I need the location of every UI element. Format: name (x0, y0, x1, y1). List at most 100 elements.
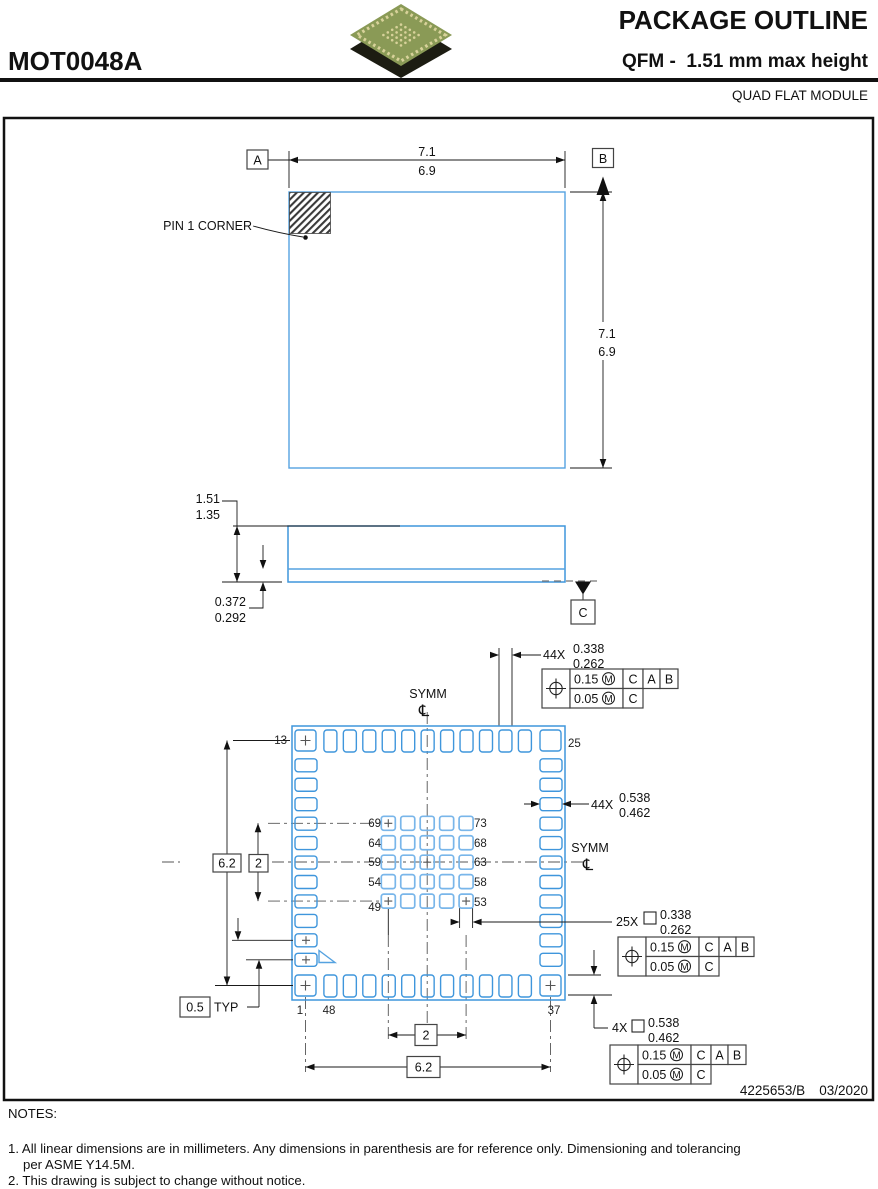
pad (294, 933, 318, 948)
fcf-row2-tol: 0.05 (642, 1068, 666, 1082)
pin-label-1: 1 (297, 1005, 303, 1017)
pad (323, 974, 338, 998)
position-symbol-icon (546, 678, 566, 699)
centerlines (162, 712, 583, 1072)
square-symbol-icon (631, 1019, 645, 1033)
pad (539, 855, 563, 870)
fcf-row2-tol: 0.05 (650, 960, 674, 974)
pitch-dim-lines (232, 918, 293, 1008)
pad (399, 854, 416, 871)
pad (458, 834, 474, 851)
datum-c-target (575, 581, 591, 595)
pad (539, 894, 563, 909)
square-symbol-icon (643, 911, 657, 925)
fcf-row1-modifier: M (672, 1051, 680, 1062)
mmc-modifier-icon: M (677, 959, 692, 973)
grid-label-69: 69 (368, 818, 381, 830)
pad (539, 797, 563, 812)
fcf-row1-tol: 0.15 (574, 673, 598, 687)
fcf-row1-datum1: C (628, 673, 637, 687)
drawing-border (2, 116, 875, 1102)
pad (294, 835, 318, 851)
pad (517, 974, 533, 998)
bottom-view: SYMM ℄ SYMM ℄ 13 25 1 48 37 69 64 59 54 … (162, 648, 612, 1079)
pad (342, 974, 358, 998)
chip-center-pads (382, 23, 420, 47)
pad (539, 913, 563, 929)
feature-control-frame: 0.15 M C A B 0.05 M C (617, 936, 755, 977)
pad (294, 855, 318, 870)
callout-grid-pad: 25X 0.338 0.262 (481, 908, 691, 937)
pad (438, 893, 455, 909)
corner-pad-max: 0.538 (648, 1016, 679, 1030)
datum-c-box (570, 599, 596, 625)
fcf-row1-modifier: M (680, 943, 688, 954)
pin1-triangle-mark (318, 949, 338, 964)
pad-length-min: 0.462 (619, 806, 650, 820)
top-view-body (288, 191, 566, 469)
pad (438, 854, 455, 871)
fcf-row1-datum1: C (696, 1049, 705, 1063)
pad (381, 974, 396, 998)
pad (419, 815, 436, 832)
bottom-view-body (291, 725, 566, 1001)
pad (478, 729, 494, 753)
pad (401, 729, 416, 753)
pad (294, 894, 318, 909)
grid-pad-min: 0.262 (660, 923, 691, 937)
header-rule (0, 78, 878, 82)
pad (539, 777, 563, 792)
fcf-row2-datum1: C (628, 692, 637, 706)
pad (539, 816, 563, 831)
page-title: PACKAGE OUTLINE (618, 5, 868, 35)
fcf-row1-datum1: C (704, 941, 713, 955)
standoff-max: 0.372 (215, 595, 246, 609)
grid-label-64: 64 (368, 838, 381, 850)
pad (498, 974, 513, 998)
centerline-symbol-top: ℄ (418, 703, 430, 720)
fcf-row1-modifier: M (604, 675, 612, 686)
pad (380, 834, 397, 851)
pad (323, 729, 338, 753)
fcf-row1-datum3: B (741, 941, 749, 955)
fcf-row1-datum3: B (733, 1049, 741, 1063)
fcf-row1-datum2: A (715, 1049, 724, 1063)
pad (380, 893, 397, 909)
notes-heading: NOTES: (8, 1106, 58, 1121)
pad (438, 834, 455, 851)
pad (380, 815, 397, 832)
top-height-max: 7.1 (598, 327, 615, 341)
pin-label-13: 13 (274, 735, 287, 747)
pad-length-max: 0.538 (619, 791, 650, 805)
pad (401, 974, 416, 998)
feature-control-frame: 0.15 M C A B 0.05 M C (541, 668, 679, 709)
pin1-corner-label: PIN 1 CORNER (163, 219, 252, 233)
pad (342, 729, 358, 753)
grid-label-59: 59 (368, 857, 381, 869)
pad (439, 974, 455, 998)
pad (294, 952, 318, 967)
symm-top-label: SYMM (409, 687, 447, 701)
corner-pad-dim-lines (568, 950, 612, 1029)
fcf-row2-datum1: C (704, 960, 713, 974)
side-view-body (287, 525, 566, 583)
grid-pad-count: 25X (616, 915, 639, 929)
corner-pad-count: 4X (612, 1021, 628, 1035)
grid-span-v-value: 2 (255, 857, 262, 871)
mmc-modifier-icon: M (601, 672, 616, 686)
chip-perimeter-pads (353, 7, 449, 63)
pad (517, 729, 533, 753)
fcf-row1-datum3: B (665, 673, 673, 687)
pad (362, 729, 377, 753)
pad (294, 777, 318, 792)
pad (539, 933, 563, 948)
pad (458, 893, 474, 909)
pin1-leader (252, 225, 304, 238)
grid-pad-max: 0.338 (660, 908, 691, 922)
grid-label-53: 53 (474, 897, 487, 909)
pad (294, 729, 317, 752)
pad (294, 874, 318, 890)
pad (539, 835, 563, 851)
standoff-dim-lines (249, 545, 264, 609)
pad (419, 873, 436, 890)
